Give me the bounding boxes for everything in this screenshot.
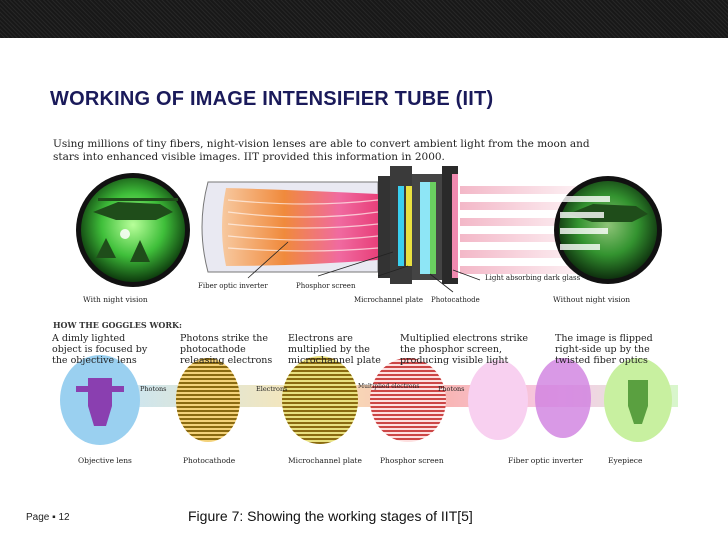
stage-text-1: A dimly lighted object is focused by the… [52,333,148,366]
right-view-label: Without night vision [553,295,630,304]
intensifier-tube [201,166,458,284]
tube-label-fiber-optic-inverter: Fiber optic inverter [198,282,268,290]
bottom-label-microchannel-plate: Microchannel plate [288,456,362,465]
flow-label-multiplied: Multiplied electrons [358,383,419,390]
tube-label-phosphor-screen: Phosphor screen [296,282,356,290]
bottom-label-objective-lens: Objective lens [78,456,132,465]
iit-figure: Using millions of tiny fibers, night-vis… [48,130,678,500]
page-label: Page [26,512,50,523]
tube-pointers [247,241,481,293]
bottom-label-fiber-optic-inverter: Fiber optic inverter [508,456,583,465]
tube-label-microchannel-plate: Microchannel plate [354,296,423,304]
stage-discs [60,355,672,445]
bottom-label-photocathode: Photocathode [183,456,236,465]
bottom-label-eyepiece: Eyepiece [608,456,643,465]
without-night-vision-view [554,176,662,284]
page-number: Page ▪ 12 [26,512,70,523]
stage-text-2: Photons strike the photocathode releasin… [180,333,273,366]
tube-label-photocathode: Photocathode [431,296,480,304]
left-view-label: With night vision [83,295,148,304]
stage-text-5: The image is flipped right-side up by th… [555,333,653,366]
intro-text: Using millions of tiny fibers, night-vis… [53,138,590,163]
page-separator-icon: ▪ [52,512,56,523]
iit-diagram: With night vision [60,166,678,465]
how-goggles-work-title: HOW THE GOGGLES WORK: [53,320,182,330]
night-vision-view [76,173,190,287]
flow-label-electrons: Electrons [256,385,287,393]
slide-title: WORKING OF IMAGE INTENSIFIER TUBE (IIT) [50,88,494,110]
tube-label-light-absorbing: Light absorbing dark glass [485,274,581,282]
header-band [0,0,728,38]
flow-label-photons-2: Photons [438,385,465,393]
figure-caption: Figure 7: Showing the working stages of … [188,508,473,524]
flow-label-photons-1: Photons [140,385,167,393]
output-beams [460,186,610,274]
bottom-label-phosphor-screen: Phosphor screen [380,456,444,465]
stage-text-4: Multiplied electrons strike the phosphor… [400,333,528,366]
page-number-value: 12 [58,512,70,523]
stage-text-3: Electrons are multiplied by the microcha… [288,333,381,366]
